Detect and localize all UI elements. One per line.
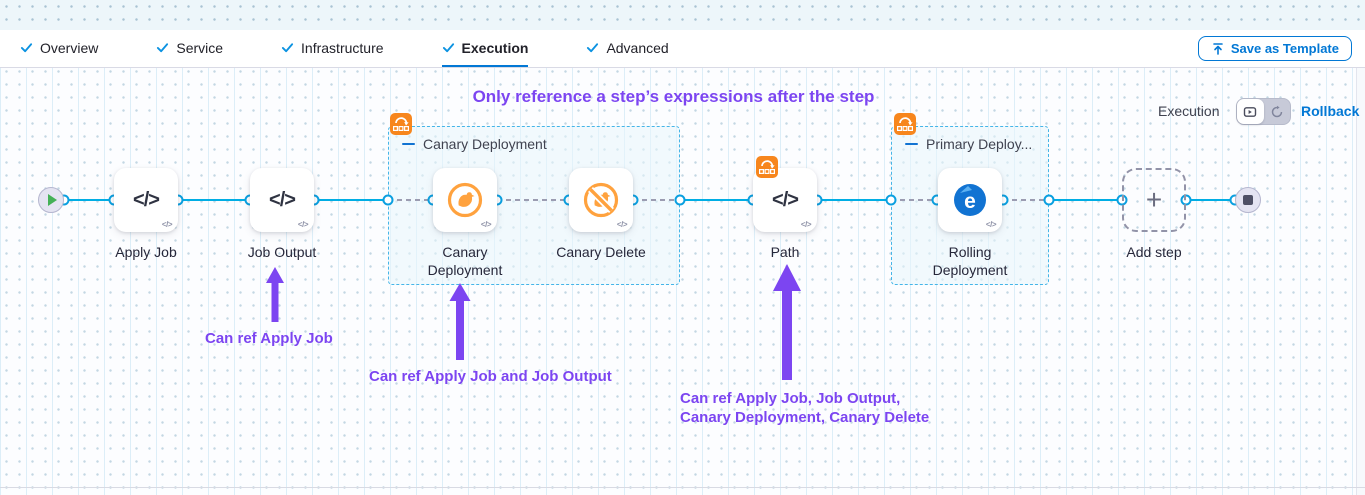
canvas-right-edge: [1356, 68, 1365, 495]
add-step-button[interactable]: +: [1122, 168, 1186, 232]
step-label-job-output: Job Output: [247, 244, 317, 260]
tab-service[interactable]: Service: [156, 30, 223, 67]
step-rolling-deployment[interactable]: e </>: [938, 168, 1002, 232]
annotation-note-1: Can ref Apply Job: [205, 330, 333, 347]
check-icon: [587, 43, 599, 53]
step-label-apply-job: Apply Job: [115, 244, 177, 260]
canary-deployment-icon: [447, 182, 483, 218]
step-canary-deployment[interactable]: </>: [433, 168, 497, 232]
play-icon: [48, 194, 57, 206]
canvas-heading: Only reference a step’s expressions afte…: [472, 87, 875, 106]
step-label-canary-deployment: Canary Deployment: [427, 244, 503, 278]
group-title: Primary Deploy...: [926, 136, 1033, 152]
code-icon: </>: [772, 188, 799, 211]
rolling-deployment-icon: e: [954, 184, 986, 216]
tab-label: Advanced: [606, 39, 669, 56]
code-icon: </>: [133, 188, 160, 211]
annotation-note-3-line1: Can ref Apply Job, Job Output,: [680, 390, 901, 407]
svg-text:e: e: [964, 190, 976, 213]
tab-overview[interactable]: Overview: [20, 30, 98, 67]
group-header-canary-deployment[interactable]: Canary Deployment: [389, 127, 679, 152]
rollback-steps-icon: [894, 113, 916, 135]
tab-label: Infrastructure: [301, 39, 384, 56]
check-icon: [281, 43, 294, 53]
step-job-output[interactable]: </> </>: [250, 168, 314, 232]
code-icon: </>: [161, 220, 173, 229]
collapse-icon[interactable]: [402, 142, 415, 146]
upload-icon: [1213, 42, 1223, 55]
tab-label: Service: [176, 39, 224, 56]
tab-label: Execution: [461, 39, 529, 56]
stop-icon: [1243, 195, 1253, 205]
step-path[interactable]: </> </>: [753, 168, 817, 232]
step-label-rolling-deployment: Rolling Deployment: [932, 244, 1008, 278]
step-label-path: Path: [770, 244, 800, 260]
tab-execution[interactable]: Execution: [441, 30, 529, 67]
execution-icon: [1244, 106, 1257, 117]
check-icon: [157, 43, 169, 53]
save-as-template-label: Save as Template: [1230, 41, 1339, 56]
code-icon: </>: [480, 220, 492, 229]
tab-infrastructure[interactable]: Infrastructure: [281, 30, 384, 67]
step-apply-job[interactable]: </> </>: [114, 168, 178, 232]
pipeline-end-node: [1235, 187, 1261, 213]
rollback-icon: [1271, 105, 1282, 117]
code-icon: </>: [269, 188, 296, 211]
tab-advanced[interactable]: Advanced: [586, 30, 669, 67]
execution-toggle-segment[interactable]: [1237, 99, 1264, 124]
rollback-link[interactable]: Rollback: [1301, 103, 1360, 119]
check-icon: [20, 43, 33, 53]
code-icon: </>: [800, 220, 812, 229]
top-dotted-strip: [0, 0, 1365, 30]
step-label-canary-delete: Canary Delete: [556, 244, 646, 260]
stage-tab-bar: Overview Service Infrastructure Executio…: [0, 30, 1365, 68]
code-icon: </>: [616, 220, 628, 229]
code-icon: </>: [985, 220, 997, 229]
check-icon: [442, 43, 454, 53]
annotation-note-3-line2: Canary Deployment, Canary Delete: [680, 409, 930, 426]
step-label-add-step: Add step: [1126, 244, 1182, 260]
group-header-primary-deployment[interactable]: Primary Deploy...: [892, 127, 1048, 152]
rollback-steps-icon: [756, 156, 778, 178]
execution-rollback-toggle[interactable]: [1236, 98, 1291, 125]
plus-icon: +: [1145, 184, 1163, 215]
pipeline-start-node: [38, 187, 64, 213]
tab-label: Overview: [40, 39, 99, 56]
collapse-icon[interactable]: [905, 142, 918, 146]
canary-delete-icon: [583, 182, 619, 218]
step-canary-delete[interactable]: </>: [569, 168, 633, 232]
rollback-toggle-segment[interactable]: [1264, 99, 1291, 124]
execution-mode-label: Execution: [1158, 103, 1220, 119]
canvas-bottom-divider: [0, 487, 1365, 488]
save-as-template-button[interactable]: Save as Template: [1197, 36, 1352, 61]
annotation-note-3: Can ref Apply Job, Job Output, Canary De…: [680, 389, 929, 427]
annotation-note-2: Can ref Apply Job and Job Output: [369, 368, 612, 385]
rollback-steps-icon: [390, 113, 412, 135]
group-title: Canary Deployment: [423, 136, 547, 152]
code-icon: </>: [297, 220, 309, 229]
